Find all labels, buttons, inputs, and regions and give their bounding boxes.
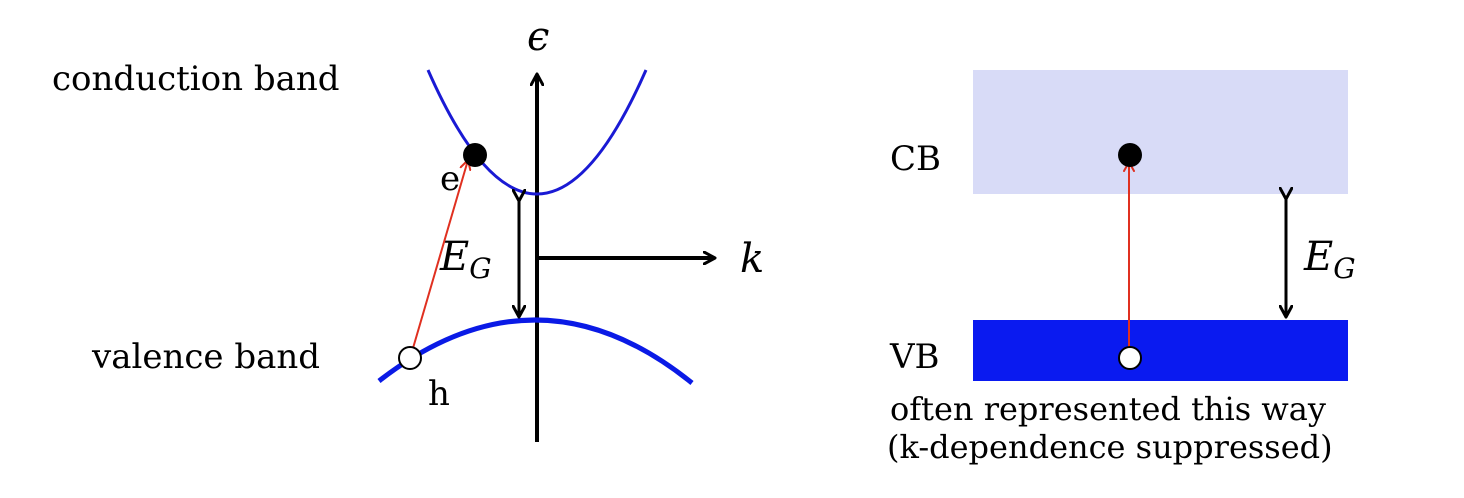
conduction-band-curve bbox=[426, 69, 648, 196]
gap-label-sub: G bbox=[469, 252, 491, 285]
gap-label-right-main: E bbox=[1303, 234, 1333, 280]
conduction-band-label: conduction band bbox=[52, 59, 340, 99]
epsilon-axis-label: ϵ bbox=[527, 14, 549, 60]
transition-arrow bbox=[410, 159, 472, 356]
hole-circle-right bbox=[1118, 346, 1142, 370]
vb-box bbox=[973, 320, 1348, 381]
caption-line-1: often represented this way bbox=[890, 390, 1326, 428]
gap-label-right-sub: G bbox=[1333, 252, 1355, 285]
electron-label: e bbox=[440, 159, 460, 199]
vb-label: VB bbox=[889, 337, 940, 377]
left-band-diagram: ϵ k conduction band valence band EG e h bbox=[52, 14, 764, 442]
electron-dot-right bbox=[1118, 143, 1142, 167]
cb-label: CB bbox=[890, 139, 941, 179]
valence-band-curve bbox=[377, 317, 694, 385]
hole-circle bbox=[398, 346, 422, 370]
gap-label-right: EG bbox=[1303, 234, 1356, 285]
electron-dot bbox=[463, 143, 487, 167]
caption-line-2: (k-dependence suppressed) bbox=[887, 428, 1333, 466]
gap-label: EG bbox=[439, 234, 492, 285]
valence-band-label: valence band bbox=[91, 337, 320, 377]
hole-label: h bbox=[428, 374, 450, 414]
right-band-diagram: CB VB EG often represented this way (k-d… bbox=[887, 70, 1356, 466]
k-axis-label: k bbox=[740, 236, 764, 282]
cb-box bbox=[973, 70, 1348, 194]
